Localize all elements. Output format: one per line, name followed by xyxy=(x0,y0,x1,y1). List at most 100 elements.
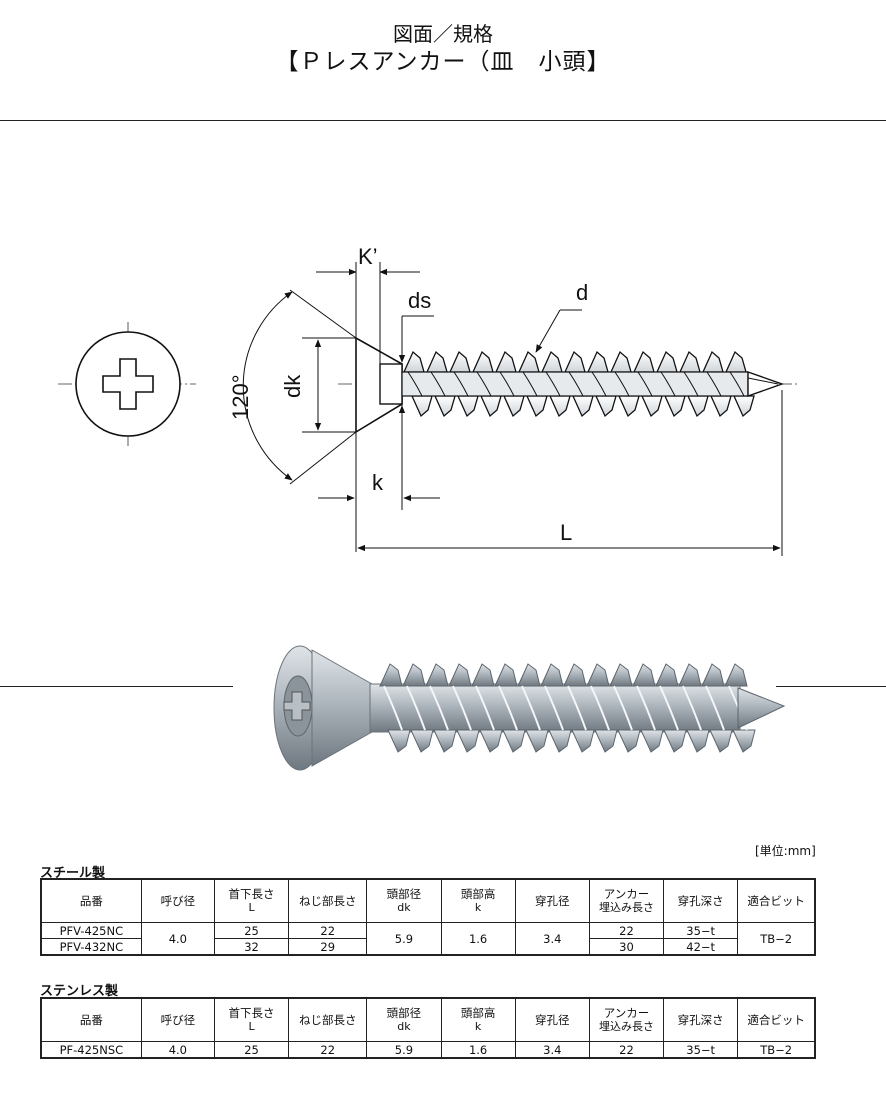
length-cell: 32 xyxy=(213,938,290,956)
nominal-cell: 4.0 xyxy=(140,922,215,956)
header-divider xyxy=(0,120,886,121)
thread-helix-line xyxy=(637,371,653,397)
photo-thread-crest xyxy=(678,663,702,687)
thread-crest-bottom xyxy=(525,395,548,418)
screw-side-view xyxy=(338,336,800,434)
photo-thread-highlight xyxy=(590,685,610,731)
photo-thread-crest xyxy=(640,729,664,753)
photo-thread-crest xyxy=(456,729,480,753)
photo-thread-crest xyxy=(425,663,449,687)
thread-crest-bottom xyxy=(571,395,594,418)
photo-thread-highlight xyxy=(521,685,541,731)
photo-thread-crest xyxy=(732,729,756,753)
photo-thread-highlight xyxy=(452,685,472,731)
drill-diameter-cell: 3.4 xyxy=(514,922,590,956)
thread-crest-top xyxy=(609,350,632,373)
photo-thread-crest xyxy=(586,663,610,687)
thread-helix-line xyxy=(660,371,676,397)
dim-angle-label: 120° xyxy=(228,374,253,420)
dimensions xyxy=(242,262,783,556)
thread-helix-line xyxy=(614,371,630,397)
thread-crest-top xyxy=(448,350,471,373)
thread-crest-top xyxy=(563,350,586,373)
part-number-cell: PFV-425NC xyxy=(40,922,142,939)
bit-cell: TB−2 xyxy=(737,922,816,956)
photo-thread-highlight xyxy=(498,685,518,731)
thread-helix-line xyxy=(453,371,469,397)
photo-thread-highlight xyxy=(705,685,725,731)
header-cell: 呼び径 xyxy=(140,878,215,923)
header-cell: ねじ部長さ xyxy=(288,878,368,923)
thread-crest-top xyxy=(402,350,425,373)
dim-d-label: d xyxy=(576,280,588,305)
photo-thread-crest xyxy=(479,729,503,753)
header-cell: 穿孔径 xyxy=(514,878,590,923)
thread-helix-line xyxy=(476,371,492,397)
thread-crest-top xyxy=(724,350,747,373)
photo-thread-crest xyxy=(594,729,618,753)
photo-thread-crest xyxy=(709,729,733,753)
thread-crest-bottom xyxy=(640,395,663,418)
header-cell: 呼び径 xyxy=(140,997,215,1042)
photo-thread-highlight xyxy=(567,685,587,731)
dim-dk-label: dk xyxy=(280,374,305,398)
photo-thread-crest xyxy=(724,663,748,687)
photo-thread-crest xyxy=(448,663,472,687)
table-row: PFV-432NC 32 29 30 42−t xyxy=(40,938,815,956)
embed-length-cell: 22 xyxy=(588,922,665,939)
thread-crest-top xyxy=(632,350,655,373)
photo-thread-crest xyxy=(471,663,495,687)
thread-crest-bottom xyxy=(456,395,479,418)
technical-drawing: K’ ds d 120° dk k L xyxy=(58,244,800,771)
unit-note: [単位:mm] xyxy=(755,844,816,858)
head-diameter-cell: 5.9 xyxy=(366,1041,442,1059)
drill-depth-cell: 42−t xyxy=(663,938,739,956)
thread-crest-top xyxy=(540,350,563,373)
photo-thread-highlight xyxy=(475,685,495,731)
photo-thread-crest xyxy=(632,663,656,687)
stainless-section-title: ステンレス製 xyxy=(40,984,119,999)
photo-thread-crest xyxy=(387,729,411,753)
header-cell: 適合ビット xyxy=(737,878,816,923)
thread-crest-bottom xyxy=(617,395,640,418)
photo-thread-highlight xyxy=(636,685,656,731)
header-cell: 穿孔深さ xyxy=(663,878,739,923)
photo-divider-right xyxy=(776,686,886,687)
photo-thread-highlight xyxy=(544,685,564,731)
product-photo xyxy=(273,645,786,771)
header-cell: 穿孔径 xyxy=(514,997,590,1042)
bit-cell: TB−2 xyxy=(737,1041,816,1059)
drill-depth-cell: 35−t xyxy=(663,1041,739,1059)
dim-k-prime-label: K’ xyxy=(358,244,378,269)
thread-crest-top xyxy=(517,350,540,373)
page-title: 図面／規格 xyxy=(393,22,493,46)
thread-helix-line xyxy=(591,371,607,397)
photo-thread-crest xyxy=(571,729,595,753)
thread-crest-bottom xyxy=(663,395,686,418)
photo-thread-highlight xyxy=(383,685,403,731)
thread-crest-bottom xyxy=(548,395,571,418)
header-cell: 穿孔深さ xyxy=(663,997,739,1042)
thread-crest-bottom xyxy=(732,395,755,418)
header-cell: 品番 xyxy=(40,997,142,1042)
thread-helix-line xyxy=(522,371,538,397)
thread-helix-line xyxy=(568,371,584,397)
head-top-view xyxy=(58,322,196,446)
photo-thread-crest xyxy=(517,663,541,687)
head-diameter-cell: 5.9 xyxy=(366,922,442,956)
photo-thread-crest xyxy=(525,729,549,753)
head-height-cell: 1.6 xyxy=(440,922,516,956)
thread-helix-line xyxy=(706,371,722,397)
embed-length-cell: 30 xyxy=(588,938,665,956)
photo-thread-crest xyxy=(410,729,434,753)
thread-length-cell: 22 xyxy=(288,922,368,939)
product-title: 【Ｐレスアンカー（皿 小頭】 xyxy=(275,49,611,75)
thread-helix-line xyxy=(683,371,699,397)
thread-length-cell: 29 xyxy=(288,938,368,956)
